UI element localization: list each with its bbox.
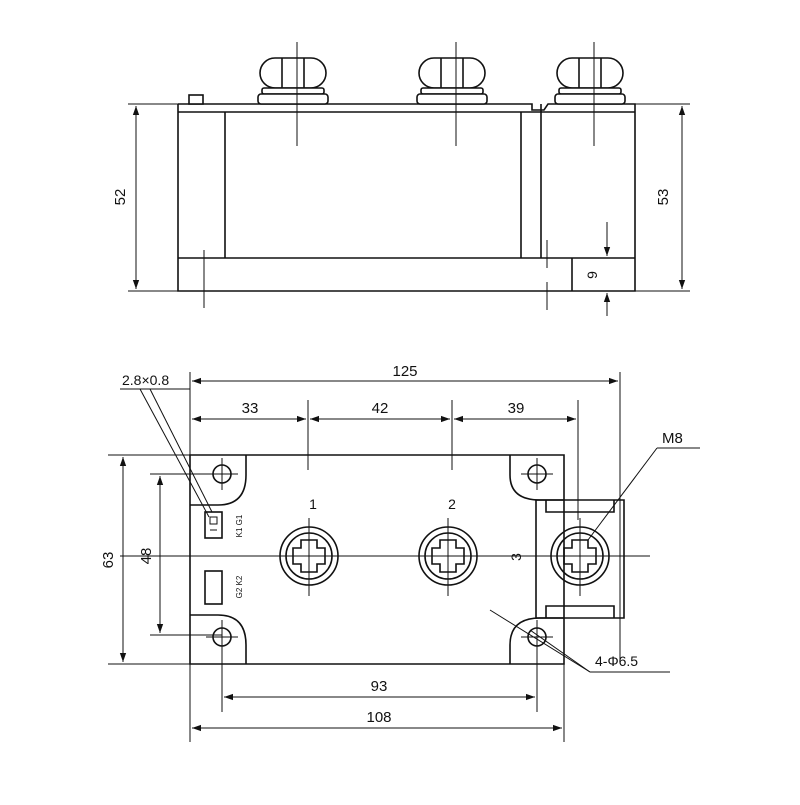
- terminal-2: [418, 518, 478, 596]
- dim-48: 48: [138, 548, 155, 565]
- terminal-1: [279, 518, 339, 596]
- dim-93: 93: [371, 678, 388, 695]
- side-terminal-1: [257, 57, 329, 105]
- gate-label-upper: K1 G1: [235, 514, 244, 537]
- terminal-3: [550, 518, 610, 596]
- dim-33: 33: [242, 400, 259, 417]
- top-view: 1 2 3 K1 G1 G2 K2 125 33 42 39 63 48: [100, 363, 700, 742]
- dim-52: 52: [112, 189, 129, 206]
- dim-125: 125: [392, 363, 417, 380]
- label-pin-size: 2.8×0.8: [122, 372, 169, 388]
- dim-53: 53: [655, 189, 672, 206]
- dim-9: 9: [584, 271, 600, 279]
- dim-39: 39: [508, 400, 525, 417]
- side-terminal-3: [554, 57, 626, 105]
- label-thread-m8: M8: [662, 430, 683, 447]
- gate-pin-lower: [204, 570, 223, 605]
- dim-42: 42: [372, 400, 389, 417]
- dim-108: 108: [366, 709, 391, 726]
- side-terminal-2: [416, 57, 488, 105]
- gate-label-lower: G2 K2: [235, 575, 244, 598]
- terminal-label-3: 3: [508, 553, 524, 561]
- label-mounting-holes: 4-Φ6.5: [595, 653, 638, 669]
- gate-pin-upper: [204, 511, 223, 539]
- terminal-label-2: 2: [448, 496, 456, 512]
- side-view: 52 53 9: [112, 42, 690, 316]
- dim-63: 63: [100, 552, 117, 569]
- terminal-label-1: 1: [309, 496, 317, 512]
